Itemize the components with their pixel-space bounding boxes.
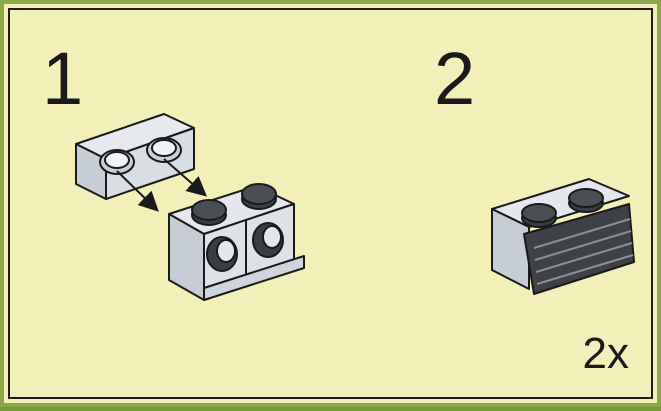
plate-1x2-piece xyxy=(75,113,195,200)
assembly-arrows xyxy=(116,158,208,212)
step-2-number: 2 xyxy=(434,37,476,120)
panel-border xyxy=(8,8,653,399)
quantity-label: 2x xyxy=(582,329,629,378)
step-1-number: 1 xyxy=(42,37,84,120)
step-illustrations xyxy=(75,113,635,301)
assembled-grille-piece xyxy=(491,178,635,295)
bracket-brick-pair xyxy=(168,183,305,301)
